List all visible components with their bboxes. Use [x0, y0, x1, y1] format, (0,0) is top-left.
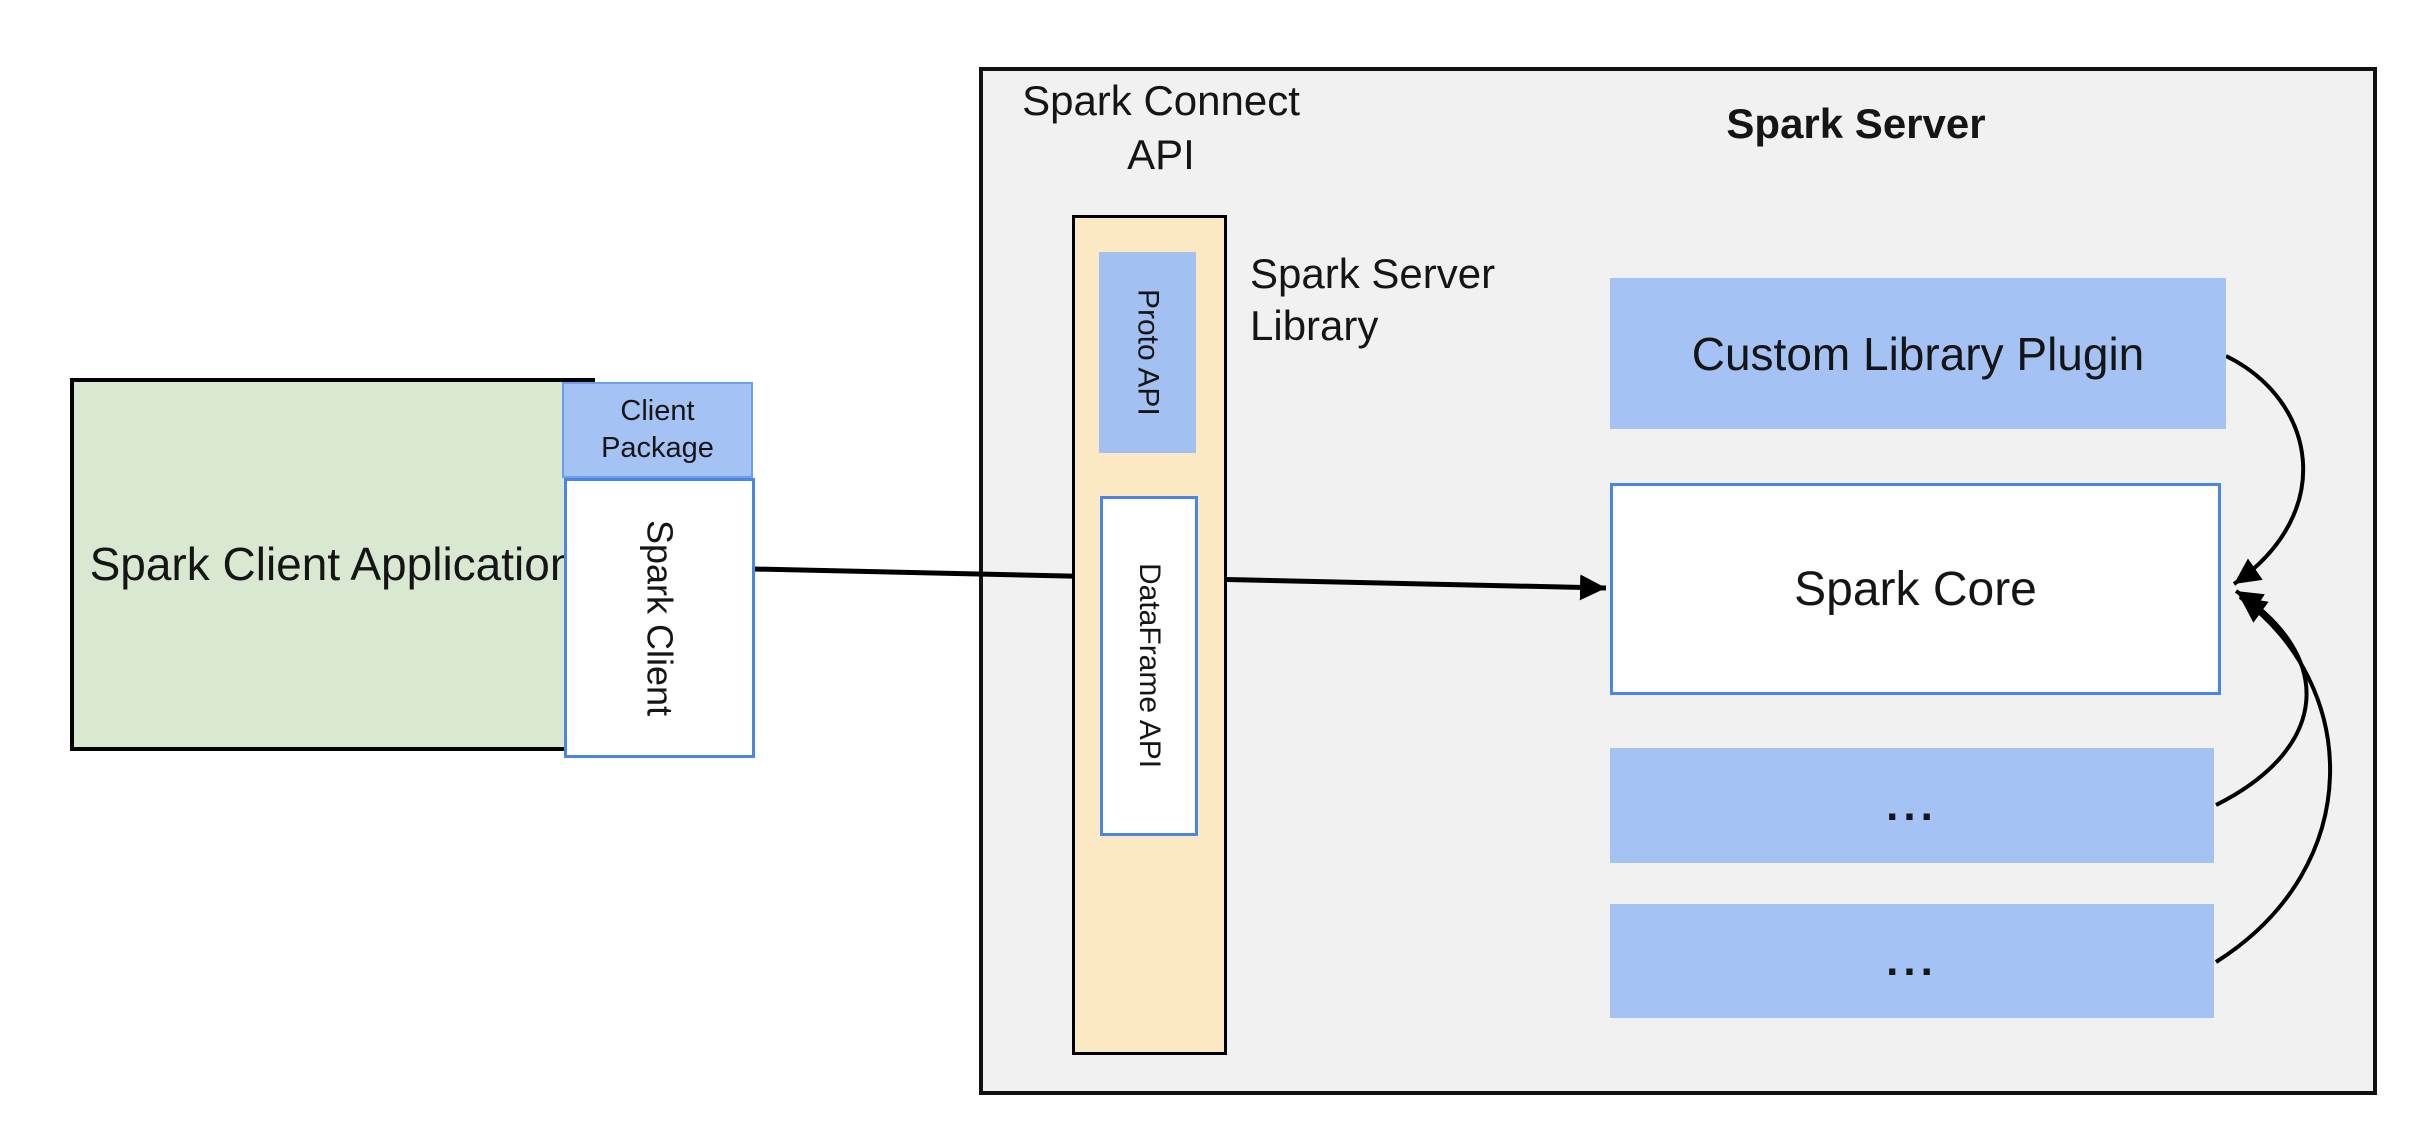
spark-client-application-box: Spark Client Application	[70, 378, 595, 751]
plugin-slot-2-label: ...	[1886, 936, 1938, 985]
custom-library-plugin-label: Custom Library Plugin	[1691, 327, 2145, 380]
spark-connect-api-label: Spark Connect API	[1022, 77, 1300, 178]
spark-server-library-label: Spark Server Library	[1250, 250, 1496, 350]
spark-core-label: Spark Core	[1794, 562, 2037, 616]
dataframe-api-box: DataFrame API	[1100, 496, 1198, 836]
client-package-box: Client Package	[562, 382, 753, 478]
dataframe-api-label: DataFrame API	[1133, 563, 1166, 769]
custom-library-plugin-box: Custom Library Plugin	[1610, 278, 2226, 429]
plugin-slot-2-box: ...	[1610, 904, 2214, 1018]
spark-client-box: Spark Client	[564, 478, 755, 758]
spark-server-title: Spark Server	[1726, 100, 1986, 147]
proto-api-box: Proto API	[1099, 252, 1196, 453]
plugin-slot-1-label: ...	[1886, 780, 1938, 830]
spark-client-label: Spark Client	[639, 519, 681, 717]
spark-client-application-label: Spark Client Application	[89, 537, 576, 590]
proto-api-label: Proto API	[1131, 289, 1165, 416]
plugin-slot-1-box: ...	[1610, 748, 2214, 863]
spark-core-box: Spark Core	[1610, 483, 2221, 695]
client-package-label: Client Package	[601, 395, 714, 464]
